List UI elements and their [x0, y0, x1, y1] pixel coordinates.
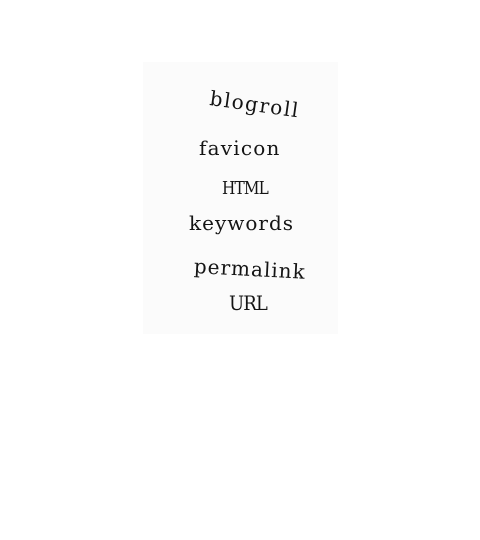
distorted-word-html: HTML — [222, 178, 269, 199]
distorted-word-url: URL — [229, 291, 268, 315]
distorted-word-keywords: keywords — [189, 211, 295, 235]
distorted-word-favicon: favicon — [199, 136, 281, 160]
distorted-word-permalink: permalink — [193, 254, 307, 284]
captcha-panel — [143, 62, 338, 334]
